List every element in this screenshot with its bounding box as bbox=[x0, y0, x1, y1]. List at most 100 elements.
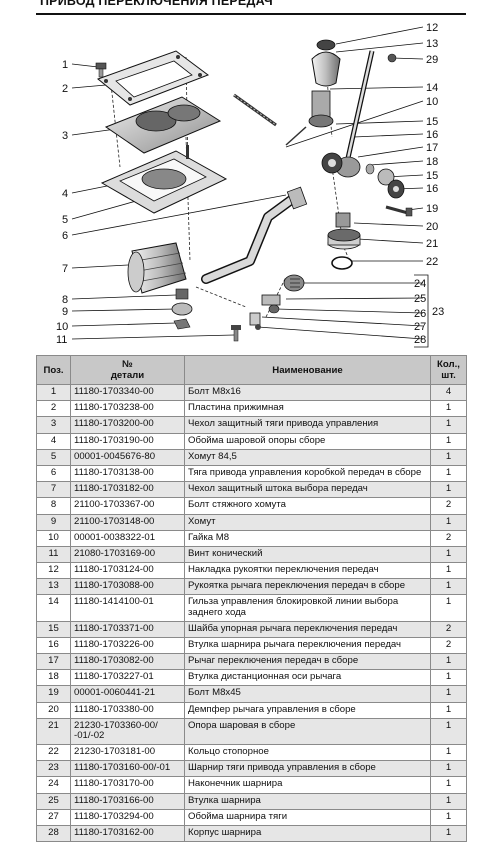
control-rod-joint bbox=[249, 274, 305, 330]
cell-name: Обойма шарнира тяги bbox=[184, 808, 431, 826]
control-rod-boot bbox=[104, 96, 222, 154]
cell-position: 8 bbox=[36, 497, 71, 515]
part-number-text: 11180-1703138-00 bbox=[74, 466, 154, 478]
cell-part-number: 11180-1703138-00 bbox=[70, 464, 185, 483]
ball-support bbox=[327, 228, 361, 250]
conical-screw bbox=[231, 325, 241, 342]
cell-quantity: 1 bbox=[430, 432, 467, 450]
callout-13: 13 bbox=[426, 38, 438, 50]
name-text: Втулка шарнира bbox=[188, 794, 261, 806]
cell-name: Рукоятка рычага переключения передач в с… bbox=[184, 578, 431, 596]
header-part-number: № детали bbox=[70, 355, 185, 385]
cell-part-number: 00001-0038322-01 bbox=[70, 529, 185, 547]
header-part-number-line2: детали bbox=[110, 370, 145, 381]
cell-quantity: 1 bbox=[430, 808, 467, 826]
cell-part-number: 00001-0060441-21 bbox=[70, 685, 185, 703]
part-number-text: 11180-1703160-00/-01 bbox=[74, 762, 171, 774]
cell-part-number: 11180-1703124-00 bbox=[70, 562, 185, 580]
name-text: Рычаг переключения передач в сборе bbox=[188, 655, 359, 666]
reverse-lockout-sleeve bbox=[285, 90, 334, 146]
name-text: Наконечник шарнира bbox=[188, 778, 283, 790]
cell-part-number: 00001-0045676-80 bbox=[70, 448, 185, 466]
cell-position: 15 bbox=[36, 620, 71, 638]
callout-24: 24 bbox=[414, 278, 426, 290]
header-position: Поз. bbox=[36, 355, 71, 385]
name-text: Чехол защитный штока выбора передач bbox=[188, 483, 368, 495]
cell-quantity: 1 bbox=[430, 562, 467, 580]
cell-name: Болт стяжного хомута bbox=[184, 497, 431, 515]
cell-name: Наконечник шарнира bbox=[184, 776, 431, 794]
cell-name: Опора шаровая в сборе bbox=[184, 717, 431, 745]
cell-name: Рычаг переключения передач в сборе bbox=[184, 652, 431, 671]
cell-name: Гайка М8 bbox=[184, 529, 431, 547]
callout-4: 4 bbox=[62, 188, 68, 200]
part-number-text: 21230-1703360-00/ bbox=[74, 719, 158, 731]
cell-position: 14 bbox=[36, 594, 71, 622]
part-number-text: 11180-1703182-00 bbox=[74, 483, 154, 495]
cell-quantity: 1 bbox=[430, 400, 467, 418]
cell-quantity: 1 bbox=[430, 416, 467, 434]
part-number-text: 11180-1703170-00 bbox=[74, 778, 154, 790]
part-number-text: 21100-1703148-00 bbox=[74, 515, 155, 527]
callout-10: 10 bbox=[56, 321, 68, 333]
cell-name: Шайба упорная рычага переключения переда… bbox=[184, 620, 431, 638]
cell-quantity: 1 bbox=[430, 652, 467, 671]
part-number-text: 21230-1703181-00 bbox=[74, 745, 156, 757]
shift-control-rod bbox=[201, 186, 308, 284]
header-part-number-line1: № bbox=[122, 359, 133, 370]
cell-part-number: 21080-1703169-00 bbox=[70, 545, 185, 564]
cell-position: 16 bbox=[36, 636, 71, 655]
name-text: Болт М8х16 bbox=[188, 386, 241, 397]
cell-position: 23 bbox=[36, 760, 71, 778]
header-name: Наименование bbox=[184, 355, 431, 385]
part-number-text: 11180-1703371-00 bbox=[74, 622, 154, 634]
callout-19: 19 bbox=[426, 203, 438, 215]
clamp-and-bolt bbox=[171, 288, 193, 330]
lever-damper bbox=[335, 212, 351, 228]
part-number-text: 11180-1703166-00 bbox=[74, 794, 154, 806]
callout-21: 21 bbox=[426, 238, 438, 250]
callout-12: 12 bbox=[426, 22, 438, 34]
cell-part-number: 11180-1703182-00 bbox=[70, 481, 185, 499]
cell-part-number: 11180-1414100-01 bbox=[70, 594, 185, 622]
cell-quantity: 1 bbox=[430, 701, 467, 719]
cell-part-number: 11180-1703371-00 bbox=[70, 620, 185, 638]
cell-position: 3 bbox=[36, 416, 71, 434]
cell-quantity: 1 bbox=[430, 545, 467, 564]
callout-15: 15 bbox=[426, 116, 438, 128]
callout-29: 29 bbox=[426, 54, 438, 66]
cell-position: 17 bbox=[36, 652, 71, 671]
name-text: Шарнир тяги привода управления в сборе bbox=[188, 762, 376, 774]
cell-part-number: 21230-1703181-00 bbox=[70, 743, 185, 762]
callout-18: 18 bbox=[426, 156, 438, 168]
header-quantity: Кол., шт. bbox=[430, 355, 467, 385]
cell-quantity: 1 bbox=[430, 448, 467, 466]
bolt-m8x45 bbox=[385, 205, 413, 217]
gear-knob bbox=[311, 39, 397, 87]
cell-part-number: 11180-1703190-00 bbox=[70, 432, 185, 450]
cell-position: 12 bbox=[36, 562, 71, 580]
cell-part-number: 21230-1703360-00/-01/-02 bbox=[70, 717, 185, 745]
callout-15-lower: 15 bbox=[426, 170, 438, 182]
retaining-ring bbox=[331, 256, 353, 270]
cell-name: Корпус шарнира bbox=[184, 824, 431, 843]
callout-5: 5 bbox=[62, 214, 68, 226]
cell-name: Кольцо стопорное bbox=[184, 743, 431, 762]
name-text: Втулка дистанционная оси рычага bbox=[188, 671, 342, 683]
part-number-text: 11180-1703190-00 bbox=[74, 434, 154, 446]
cell-position: 13 bbox=[36, 578, 71, 596]
callout-28: 28 bbox=[414, 334, 426, 346]
cell-position: 9 bbox=[36, 513, 71, 531]
